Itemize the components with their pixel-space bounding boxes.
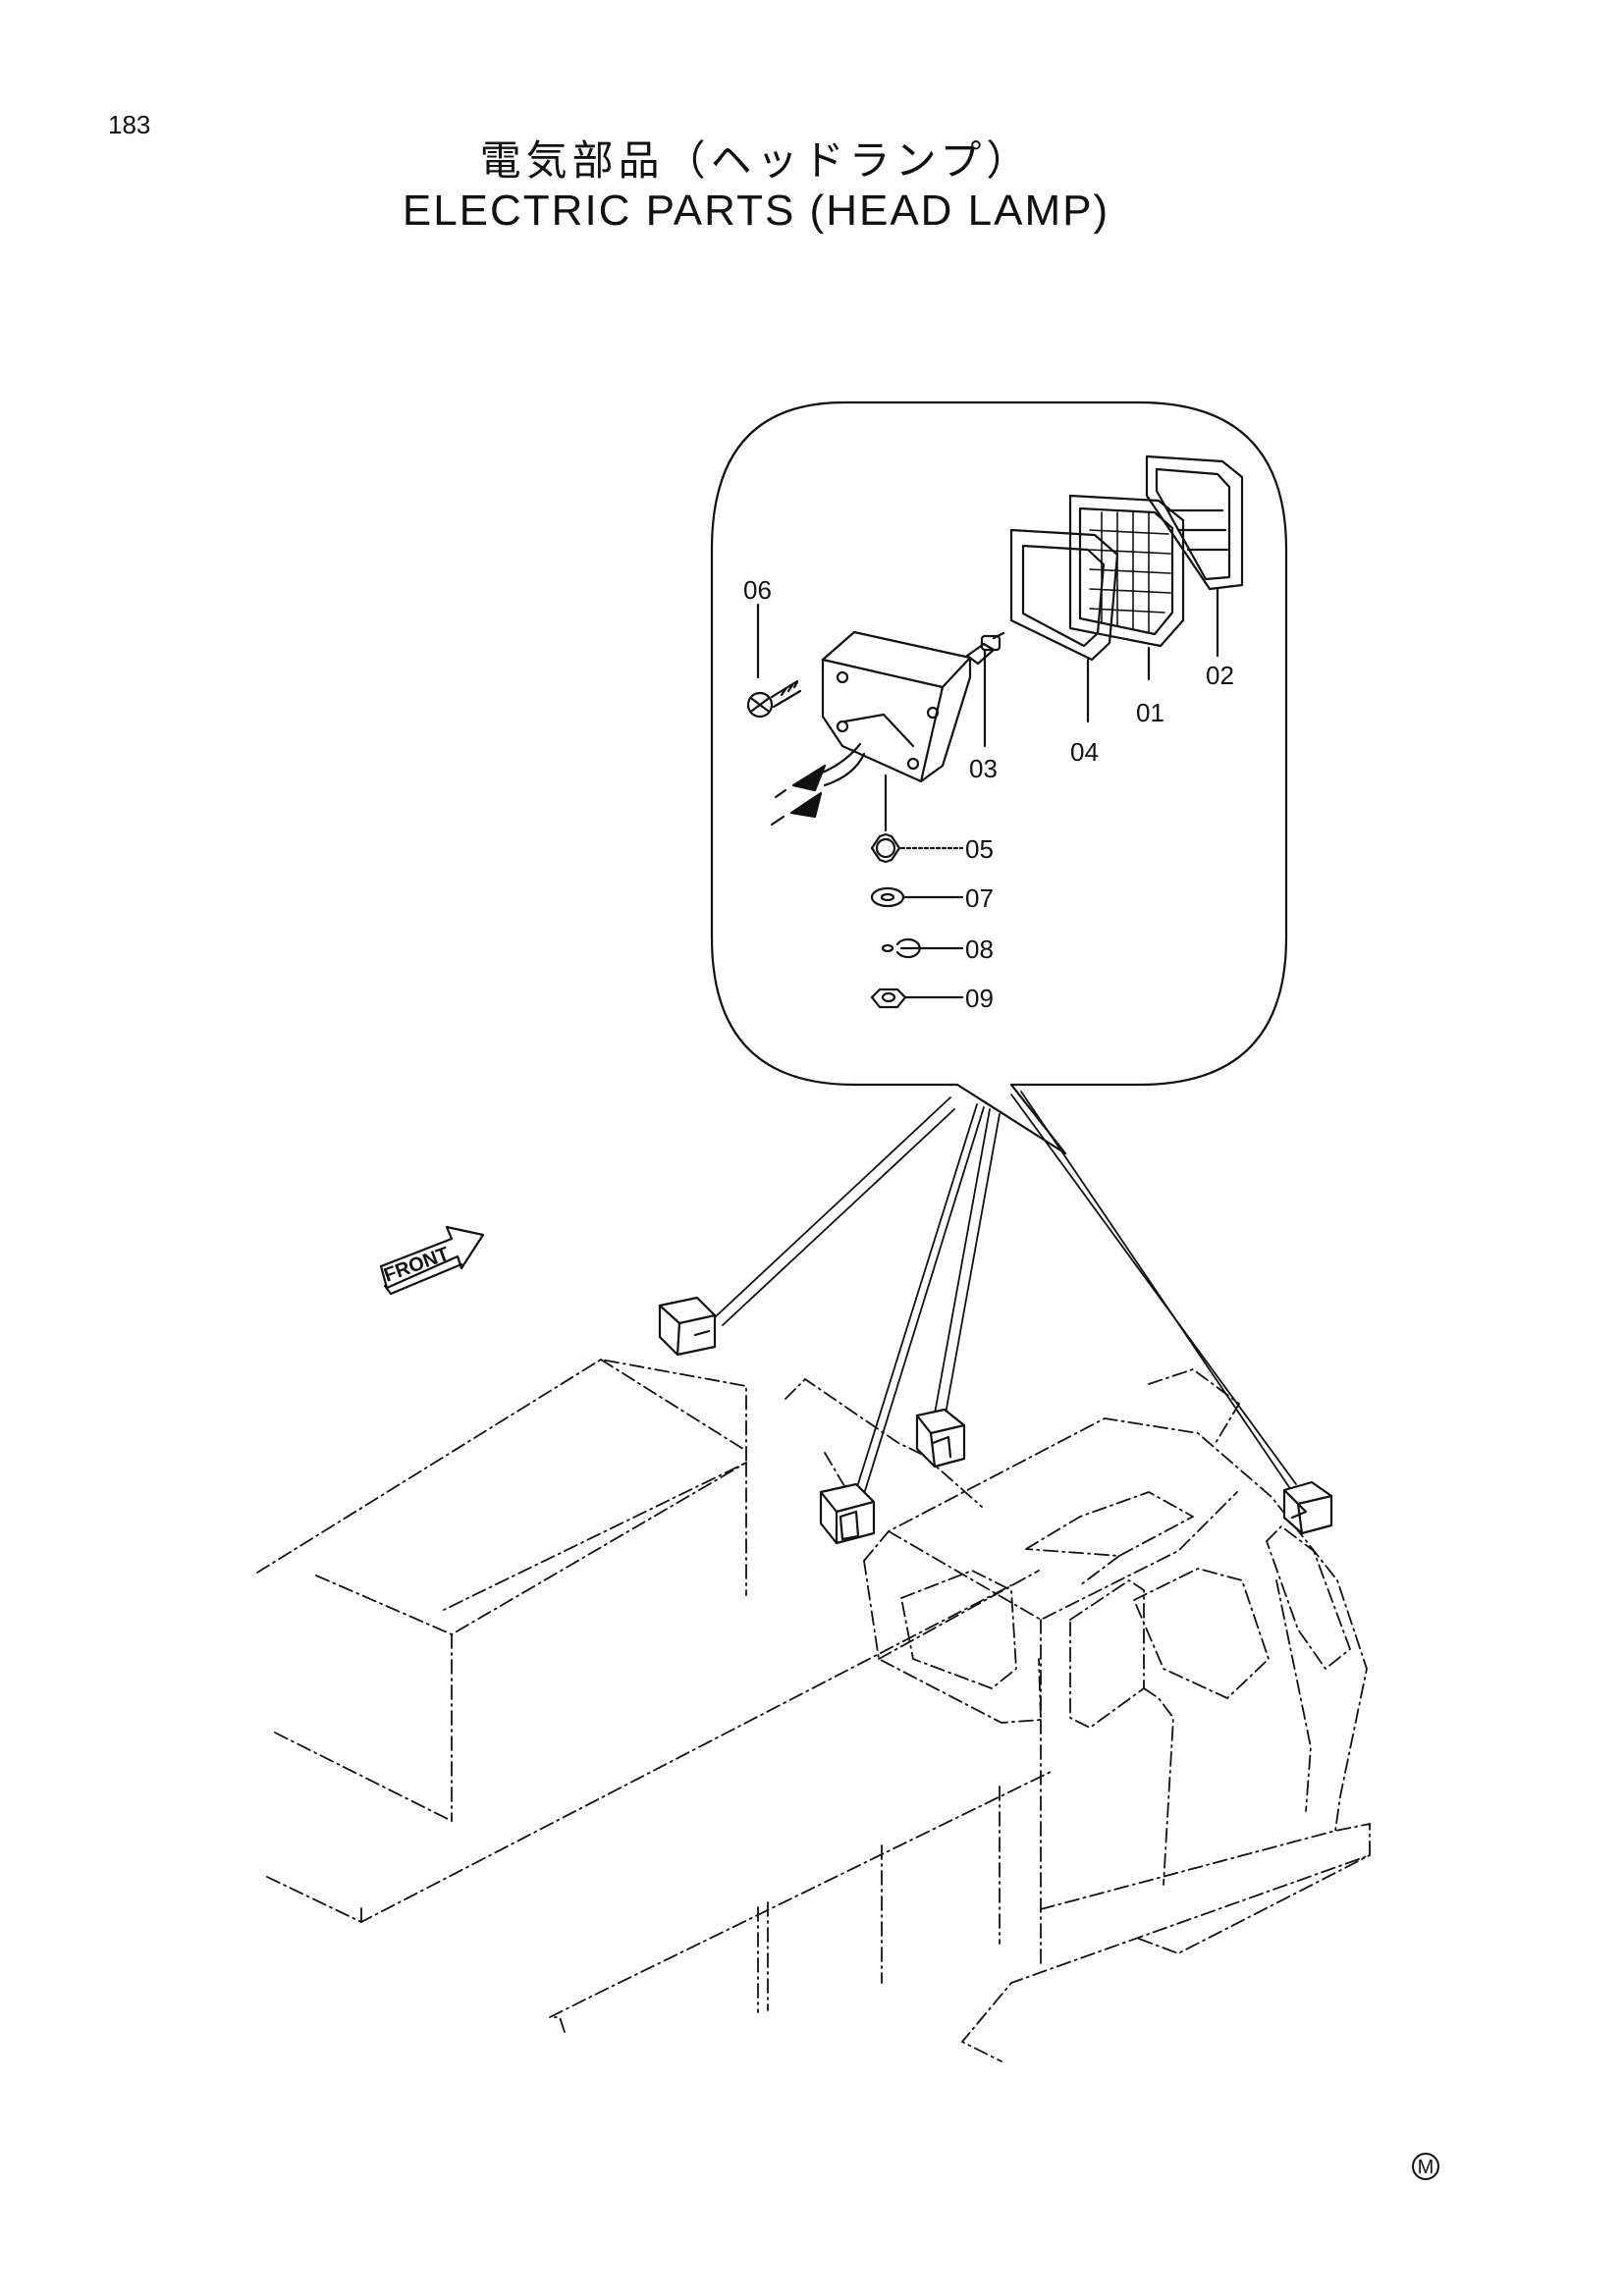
front-label: FRONT — [381, 1243, 452, 1286]
callout-05: 05 — [965, 834, 994, 864]
part-04-gasket — [1009, 528, 1119, 723]
head-lamp-counterweight — [658, 1296, 717, 1357]
part-06-screw — [746, 603, 802, 719]
callout-01: 01 — [1136, 698, 1164, 727]
head-lamp-boom-left — [819, 1482, 876, 1545]
leader-lines — [714, 1091, 1297, 1495]
part-08-spring-washer — [881, 937, 964, 959]
page-number: 183 — [108, 110, 151, 139]
callout-07: 07 — [965, 883, 994, 913]
corner-mark: M — [1412, 2153, 1439, 2180]
callout-03: 03 — [969, 754, 998, 783]
machine-outline — [256, 1359, 1371, 2062]
corner-mark-letter: M — [1418, 2157, 1435, 2178]
part-05-toothed-washer — [870, 832, 964, 864]
head-lamp-cab — [1282, 1480, 1333, 1535]
part-02-housing — [1145, 454, 1244, 658]
part-03-bulb — [965, 631, 1005, 748]
callout-04: 04 — [1070, 737, 1099, 767]
detail-bubble — [710, 400, 1288, 1155]
title-english: ELECTRIC PARTS (HEAD LAMP) — [402, 187, 1110, 235]
callout-06: 06 — [743, 575, 772, 605]
head-lamp-boom-right — [915, 1408, 966, 1468]
callout-08: 08 — [965, 934, 994, 964]
callout-09: 09 — [965, 984, 994, 1013]
part-01-lamp-unit — [1068, 494, 1185, 681]
front-arrow: FRONT — [379, 1225, 485, 1296]
title-japanese: 電気部品（ヘッドランプ） — [479, 136, 1033, 185]
lamp-body — [770, 630, 972, 832]
part-09-nut — [870, 988, 964, 1009]
part-07-flat-washer — [870, 886, 964, 908]
callout-02: 02 — [1206, 661, 1234, 690]
